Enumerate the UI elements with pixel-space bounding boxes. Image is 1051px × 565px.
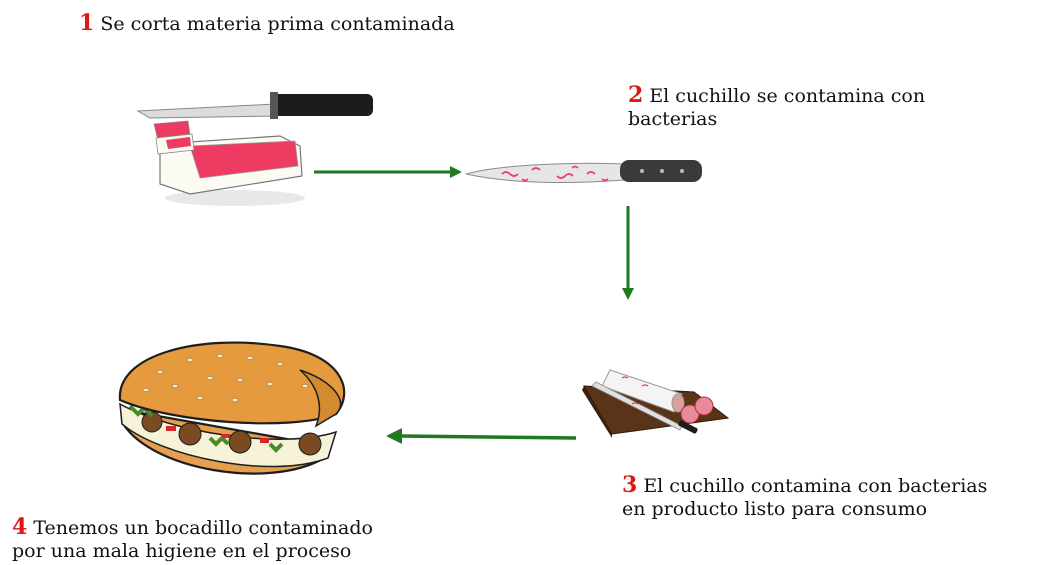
step-2-number: 2 xyxy=(628,82,644,108)
step-4-text-line1: Tenemos un bocadillo contaminado xyxy=(33,517,373,539)
step-1-text: Se corta materia prima contaminada xyxy=(100,13,455,35)
contaminated-knife-icon xyxy=(465,160,702,183)
arrow-step3-to-step4 xyxy=(386,428,577,444)
step-4-number: 4 xyxy=(12,514,28,540)
arrow-step2-to-step3 xyxy=(622,206,634,300)
cutting-board-salami-icon xyxy=(582,369,730,438)
step-1-number: 1 xyxy=(79,10,95,36)
step-2-text-line1: El cuchillo se contamina con xyxy=(649,85,926,107)
step-3-text-line1: El cuchillo contamina con bacterias xyxy=(643,475,988,497)
step-3-text-line2: en producto listo para consumo xyxy=(622,498,928,520)
step-3-number: 3 xyxy=(622,472,638,498)
knife-cutting-meat-icon xyxy=(136,92,373,206)
step-4-text-line2: por una mala higiene en el proceso xyxy=(12,540,352,562)
step-2-text-line2: bacterias xyxy=(628,108,718,130)
arrow-step1-to-step2 xyxy=(314,166,462,178)
sandwich-icon xyxy=(118,341,346,475)
